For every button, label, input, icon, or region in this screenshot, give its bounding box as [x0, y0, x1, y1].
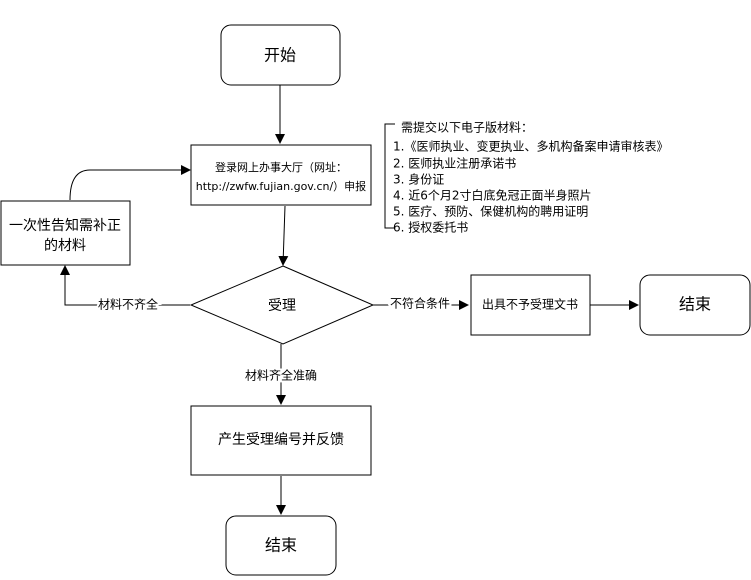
notify-node-label-line1: 一次性告知需补正 [9, 217, 121, 234]
edge-label-not-qualified: 不符合条件 [390, 296, 450, 311]
end-node-right-label: 结束 [679, 295, 711, 314]
note-item: 1.《医师执业、变更执业、多机构备案申请审核表》 [393, 139, 668, 154]
start-node-label: 开始 [264, 46, 296, 65]
reject-node-label: 出具不予受理文书 [482, 297, 578, 312]
end-node-bottom-label: 结束 [265, 536, 297, 555]
note-item-list: 1.《医师执业、变更执业、多机构备案申请审核表》 2. 医师执业注册承诺书 3.… [393, 139, 668, 235]
produce-node-label: 产生受理编号并反馈 [218, 432, 344, 448]
note-item: 2. 医师执业注册承诺书 [393, 156, 516, 171]
login-node [190, 144, 372, 206]
produce-node [190, 405, 372, 476]
notify-node-label-line2: 的材料 [44, 238, 86, 254]
note-bracket [384, 123, 395, 229]
notify-node [0, 200, 131, 266]
connectors [60, 85, 639, 515]
start-node [220, 24, 341, 86]
edge-notify-to-login [69, 165, 191, 201]
accept-decision-label: 受理 [268, 298, 296, 314]
edge-accept-to-notify [60, 265, 190, 306]
note-item: 6. 授权委托书 [393, 220, 468, 235]
note-item: 3. 身份证 [393, 172, 444, 187]
edge-label-incomplete: 材料不齐全 [98, 297, 158, 312]
login-node-label-line1: 登录网上办事大厅（网址： [215, 160, 347, 174]
login-node-label-line2: http://zwfw.fujian.gov.cn/）申报 [196, 179, 366, 193]
end-node-bottom [225, 515, 337, 576]
edge-label-complete: 材料齐全准确 [245, 368, 317, 383]
reject-node [470, 274, 591, 336]
note-item: 5. 医疗、预防、保健机构的聘用证明 [393, 204, 588, 219]
end-node-right [639, 274, 751, 336]
accept-decision [189, 265, 375, 345]
edge-login-to-accept [278, 205, 289, 266]
note-item: 4. 近6个月2寸白底免冠正面半身照片 [393, 188, 592, 203]
note-title: 需提交以下电子版材料： [401, 120, 533, 135]
